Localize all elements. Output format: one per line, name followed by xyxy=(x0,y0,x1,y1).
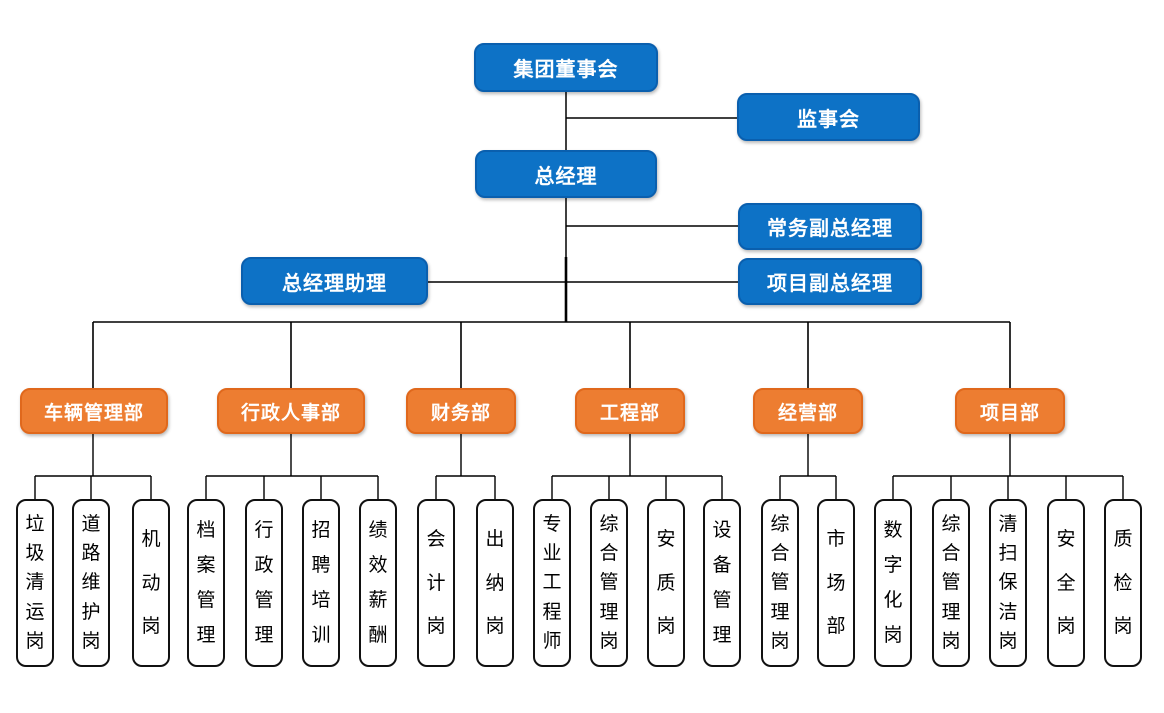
node-board: 集团董事会 xyxy=(474,43,658,92)
pos-cashier: 出纳岗 xyxy=(476,499,514,667)
pos-road-maintenance: 道路维护岗 xyxy=(72,499,110,667)
pos-label: 行政管理 xyxy=(254,520,274,646)
connector-line xyxy=(892,434,1124,500)
connector-line xyxy=(92,321,1011,388)
pos-label: 综合管理岗 xyxy=(599,514,619,652)
connectors xyxy=(34,92,1124,500)
pos-professional-engineer: 专业工程师 xyxy=(533,499,571,667)
dept-project: 项目部 xyxy=(955,388,1065,434)
node-project-deputy-gm: 项目副总经理 xyxy=(738,258,922,305)
pos-label: 清扫保洁岗 xyxy=(998,514,1018,652)
pos-quality-inspection: 质检岗 xyxy=(1104,499,1142,667)
pos-general-management-ops: 综合管理岗 xyxy=(761,499,799,667)
node-executive-deputy-gm: 常务副总经理 xyxy=(738,203,922,250)
pos-label: 道路维护岗 xyxy=(81,514,101,652)
dept-engineering: 工程部 xyxy=(575,388,685,434)
pos-general-management-proj: 综合管理岗 xyxy=(932,499,970,667)
connector-line xyxy=(565,92,737,150)
pos-label: 出纳岗 xyxy=(485,528,505,638)
node-supervisory-board: 监事会 xyxy=(737,93,920,141)
connector-line xyxy=(205,434,379,500)
node-gm-assistant: 总经理助理 xyxy=(241,257,428,305)
pos-mobile-duty: 机动岗 xyxy=(132,499,170,667)
pos-label: 专业工程师 xyxy=(542,514,562,652)
pos-equipment-management: 设备管理 xyxy=(703,499,741,667)
pos-label: 机动岗 xyxy=(141,528,161,638)
pos-label: 会计岗 xyxy=(426,528,446,638)
node-general-manager: 总经理 xyxy=(475,150,657,198)
pos-label: 市场部 xyxy=(826,528,846,638)
pos-admin-management: 行政管理 xyxy=(245,499,283,667)
dept-admin-hr: 行政人事部 xyxy=(217,388,365,434)
pos-label: 安质岗 xyxy=(656,528,676,638)
connector-line xyxy=(779,434,837,500)
pos-label: 数字化岗 xyxy=(883,520,903,646)
pos-archives-management: 档案管理 xyxy=(187,499,225,667)
pos-safety-quality: 安质岗 xyxy=(647,499,685,667)
pos-performance-pay: 绩效薪酬 xyxy=(359,499,397,667)
pos-recruitment-training: 招聘培训 xyxy=(302,499,340,667)
pos-label: 设备管理 xyxy=(712,520,732,646)
dept-vehicle-management: 车辆管理部 xyxy=(20,388,168,434)
dept-operations: 经营部 xyxy=(753,388,863,434)
pos-label: 垃圾清运岗 xyxy=(25,514,45,652)
pos-label: 档案管理 xyxy=(196,520,216,646)
pos-label: 绩效薪酬 xyxy=(368,520,388,646)
connector-line xyxy=(34,434,152,500)
pos-label: 综合管理岗 xyxy=(941,514,961,652)
pos-market: 市场部 xyxy=(817,499,855,667)
connector-line xyxy=(435,434,496,500)
pos-label: 招聘培训 xyxy=(311,520,331,646)
pos-label: 综合管理岗 xyxy=(770,514,790,652)
pos-digitalization: 数字化岗 xyxy=(874,499,912,667)
pos-label: 安全岗 xyxy=(1056,528,1076,638)
dept-finance: 财务部 xyxy=(406,388,516,434)
pos-label: 质检岗 xyxy=(1113,528,1133,638)
pos-accounting: 会计岗 xyxy=(417,499,455,667)
pos-safety: 安全岗 xyxy=(1047,499,1085,667)
pos-general-management-eng: 综合管理岗 xyxy=(590,499,628,667)
connector-line xyxy=(551,434,723,500)
pos-garbage-removal: 垃圾清运岗 xyxy=(16,499,54,667)
pos-cleaning: 清扫保洁岗 xyxy=(989,499,1027,667)
